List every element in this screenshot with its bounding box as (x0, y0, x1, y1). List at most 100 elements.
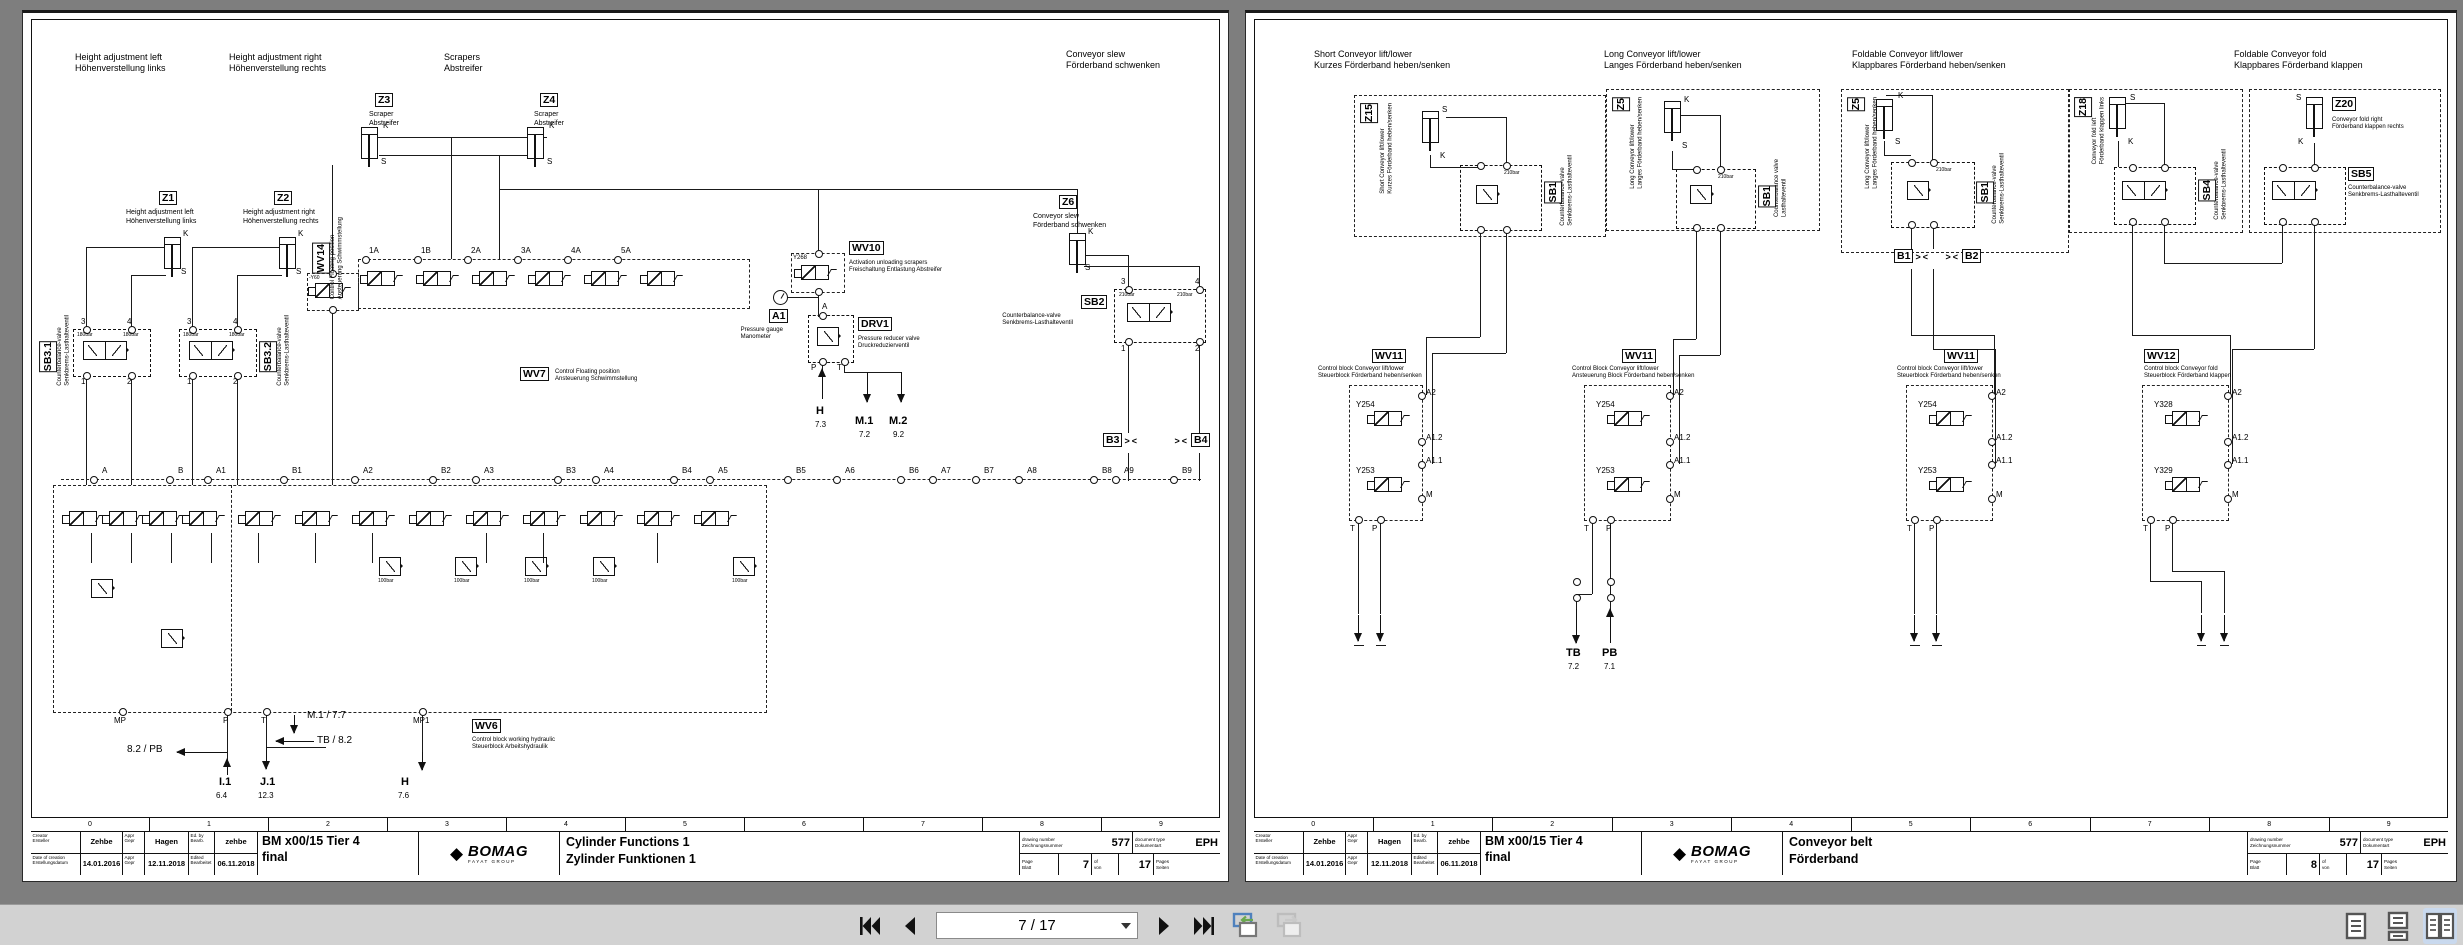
column-ruler-cell: 7 (2091, 818, 2210, 831)
next-view-button[interactable] (1274, 912, 1306, 939)
previous-page-button[interactable] (896, 913, 924, 939)
schematic-label: Y253 (1356, 466, 1375, 475)
next-page-button[interactable] (1150, 913, 1178, 939)
port-node (2311, 164, 2319, 172)
wire-segment (2220, 645, 2229, 646)
directional-valve-icon (637, 511, 672, 526)
port-node (2169, 516, 2177, 524)
continuous-view-button[interactable] (2381, 908, 2415, 944)
port-node (815, 250, 823, 258)
schematic-label: 3 (1121, 277, 1126, 286)
wire-segment (1720, 115, 1721, 171)
schematic-label: A2 (1674, 388, 1684, 397)
schematic-label: Y253 (1596, 466, 1615, 475)
wire-segment (1358, 522, 1359, 614)
first-page-button[interactable] (856, 913, 884, 939)
coupler-chevrons: >< (1915, 252, 1930, 262)
wire-segment (451, 137, 452, 259)
last-page-button[interactable] (1190, 913, 1218, 939)
valve-block-box (1114, 289, 1206, 343)
wire-segment (2164, 223, 2165, 263)
single-page-view-icon (2345, 912, 2367, 940)
wire-segment (1592, 522, 1593, 594)
wire-segment (372, 533, 373, 563)
schematic-group-box (2069, 89, 2243, 233)
wire-segment (237, 373, 238, 485)
directional-valve-icon (102, 511, 137, 526)
port-node (2129, 218, 2137, 226)
port-node (472, 476, 480, 484)
of-label: of von (2322, 859, 2330, 870)
appr-value: Hagen (145, 832, 189, 854)
appr2-label: Appr Gepr (123, 853, 145, 875)
component-id-SB1: SB1 (1544, 181, 1563, 204)
port-node (1666, 438, 1674, 446)
schematic-label: M (1674, 490, 1681, 499)
counterbalance-valve-icon (1476, 185, 1500, 204)
port-node (1717, 166, 1725, 174)
wire-segment (131, 533, 132, 563)
directional-valve-icon (295, 511, 330, 526)
wire-segment (131, 373, 132, 485)
single-page-view-button[interactable] (2339, 908, 2373, 944)
manifold-port-label: A3 (484, 466, 494, 475)
schematic-label: 180bar (229, 332, 245, 338)
schematic-group-box (2142, 385, 2229, 521)
schematic-label: 210bar (1504, 170, 1520, 176)
schematic-label: 1A (369, 246, 379, 255)
flow-arrow (895, 372, 908, 403)
page-label: Page Blatt (2250, 859, 2261, 870)
connector-B1: B1>< (1894, 249, 1928, 264)
wire-segment (1720, 227, 1721, 355)
brand-logo: ◆ BOMAG FAYAT GROUP (1642, 832, 1783, 875)
appr2-value: 12.11.2018 (1368, 853, 1412, 875)
wire-segment (211, 533, 212, 563)
wire-segment (2150, 522, 2151, 582)
schematic-label: J.1 (260, 776, 276, 788)
column-ruler-cell: 7 (864, 818, 983, 831)
doctype-value: EPH (2423, 836, 2446, 849)
schematic-label: A1.2 (1426, 433, 1443, 442)
port-node (815, 288, 823, 296)
port-node (1418, 438, 1426, 446)
wire-segment (171, 533, 172, 563)
wire-segment (1077, 255, 1129, 256)
port-node (2224, 461, 2232, 469)
schematic-label: K (1684, 95, 1690, 104)
manifold-port-label: A7 (941, 466, 951, 475)
wire-segment (1932, 95, 1933, 162)
schematic-label: A (822, 302, 828, 311)
column-ruler-cell: 6 (1971, 818, 2091, 831)
component-id-SB2: SB2 (1081, 295, 1108, 310)
wire-segment (2201, 581, 2202, 613)
directional-valve-icon (584, 271, 619, 286)
port-node (1911, 516, 1919, 524)
wire-segment (1995, 349, 1996, 464)
manifold-port-label: A2 (363, 466, 373, 475)
port-node (263, 708, 271, 716)
pressure-value-label: 100bar (524, 578, 540, 584)
wire-segment (1911, 226, 1912, 249)
wire-segment (844, 372, 902, 373)
port-node (1717, 224, 1725, 232)
port-node (1125, 286, 1133, 294)
wire-segment (2150, 581, 2201, 582)
page-selector[interactable]: 7 / 17 (936, 912, 1138, 939)
component-id-Z4: Z4 (540, 93, 559, 108)
schematic-label: 9.2 (893, 430, 905, 439)
previous-view-button[interactable] (1230, 912, 1262, 939)
schematic-label: A1.1 (1674, 456, 1691, 465)
edby-label: Ed. by Bearb. (1412, 832, 1438, 854)
title-block-meta: Creator Ersteller Zehbe Appr Gepr Hagen … (1254, 832, 1481, 875)
next-page-icon (1159, 916, 1169, 935)
port-node (1170, 476, 1178, 484)
two-page-view-button[interactable] (2423, 908, 2457, 944)
schematic-label: 1 (81, 377, 86, 386)
pressure-valve-icon (379, 557, 403, 576)
